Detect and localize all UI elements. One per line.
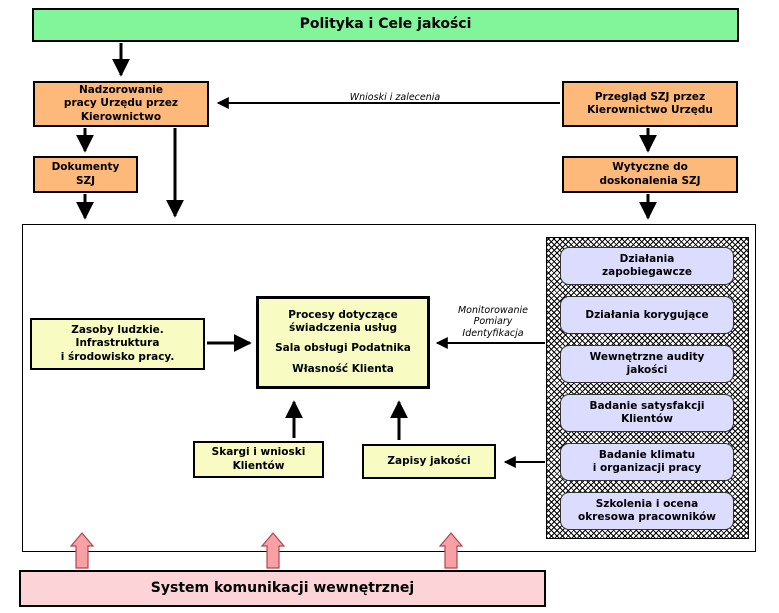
process-title: Procesy dotyczące świadczenia usług (288, 309, 398, 335)
qms-documents-box: Dokumenty SZJ (33, 156, 138, 193)
process-box: Procesy dotyczące świadczenia usług Sala… (256, 296, 430, 389)
side-item-label: Badanie klimatu i organizacji pracy (592, 449, 702, 474)
qms-documents-label: Dokumenty SZJ (51, 161, 120, 187)
side-item-internal-audits: Wewnętrzne audity jakości (560, 345, 734, 383)
process-customer-hall: Sala obsługi Podatnika (275, 341, 411, 354)
side-item-label: Działania korygujące (585, 308, 709, 321)
activities-panel (546, 237, 749, 539)
communication-arrow-2 (260, 532, 286, 569)
improvement-guidelines-box: Wytyczne do doskonalenia SZJ (562, 156, 738, 193)
management-supervision-label: Nadzorowanie pracy Urzędu przez Kierowni… (63, 84, 179, 123)
quality-records-label: Zapisy jakości (387, 454, 471, 467)
side-item-label: Badanie satysfakcji Klientów (589, 400, 705, 425)
management-review-label: Przegląd SZJ przez Kierownictwo Urzędu (587, 90, 713, 116)
side-item-corrective: Działania korygujące (560, 296, 734, 334)
side-item-satisfaction-survey: Badanie satysfakcji Klientów (560, 394, 734, 432)
improvement-guidelines-label: Wytyczne do doskonalenia SZJ (599, 161, 701, 187)
side-item-label: Wewnętrzne audity jakości (589, 351, 705, 376)
process-customer-property: Własność Klienta (292, 362, 394, 375)
side-item-preventive: Działania zapobiegawcze (560, 247, 734, 285)
side-item-climate-survey: Badanie klimatu i organizacji pracy (560, 443, 734, 481)
monitoring-label: Monitorowanie Pomiary Identyfikacja (457, 305, 529, 339)
management-review-box: Przegląd SZJ przez Kierownictwo Urzędu (562, 81, 738, 127)
quality-records-box: Zapisy jakości (362, 444, 496, 479)
resources-box: Zasoby ludzkie. Infrastruktura i środowi… (30, 318, 205, 370)
complaints-box: Skargi i wnioski Klientów (193, 441, 324, 478)
conclusions-label: Wnioski i zalecenia (349, 92, 441, 103)
internal-communication-title: System komunikacji wewnętrznej (150, 579, 415, 596)
side-item-label: Działania zapobiegawcze (602, 253, 692, 278)
side-item-training: Szkolenia i ocena okresowa pracowników (560, 492, 734, 530)
policy-box: Polityka i Cele jakości (32, 8, 739, 42)
internal-communication-box: System komunikacji wewnętrznej (19, 570, 546, 607)
communication-arrow-1 (69, 532, 95, 569)
communication-arrow-3 (438, 532, 464, 569)
management-supervision-box: Nadzorowanie pracy Urzędu przez Kierowni… (33, 81, 209, 127)
side-item-label: Szkolenia i ocena okresowa pracowników (577, 498, 716, 523)
resources-label: Zasoby ludzkie. Infrastruktura i środowi… (60, 324, 175, 363)
policy-title: Polityka i Cele jakości (299, 16, 472, 33)
complaints-label: Skargi i wnioski Klientów (211, 446, 306, 472)
